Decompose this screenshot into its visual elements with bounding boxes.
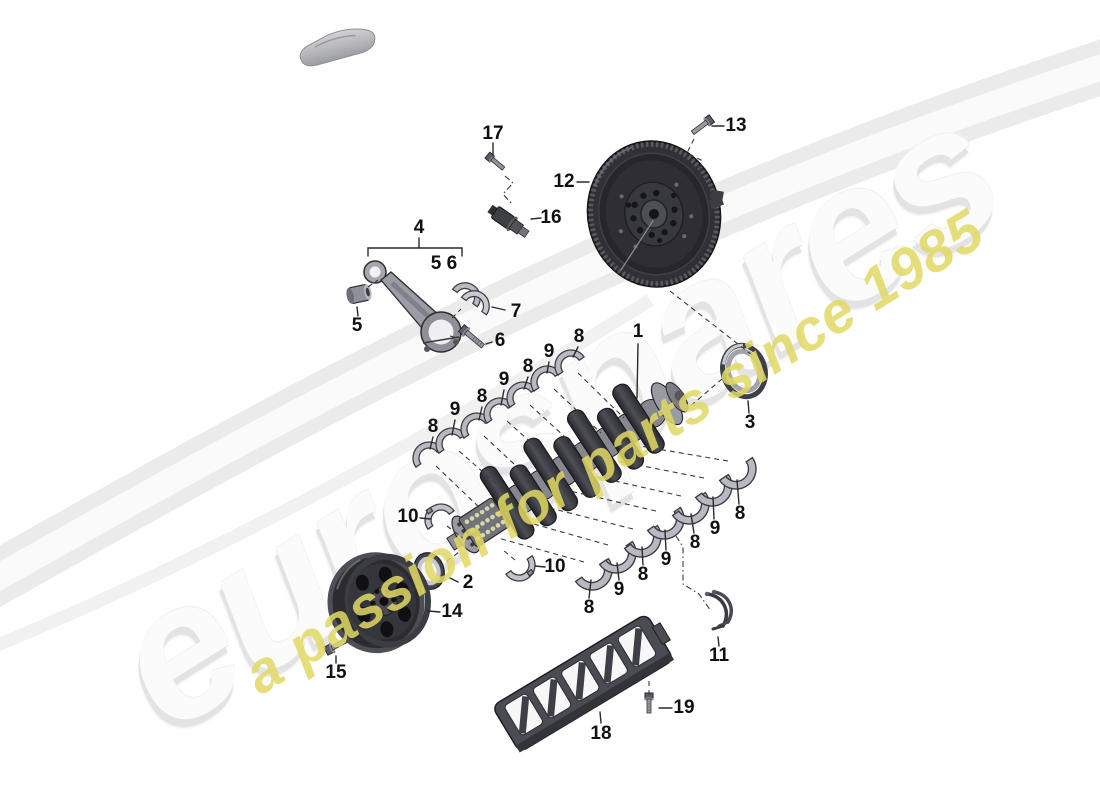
flywheel-rivets bbox=[618, 182, 694, 249]
thrust-bearing-shells bbox=[418, 497, 542, 588]
crankshaft bbox=[446, 381, 689, 554]
baffle-plate bbox=[494, 615, 675, 753]
sensor-bolt bbox=[484, 151, 506, 171]
crankshaft-sensor bbox=[487, 204, 530, 238]
counterweights bbox=[479, 383, 665, 540]
solid-leader-lines bbox=[335, 125, 750, 724]
main-journals bbox=[504, 399, 667, 515]
sprocket-rollers bbox=[464, 503, 506, 541]
swoosh-thin-arc bbox=[0, 294, 654, 651]
flywheel-bolt-holes bbox=[625, 189, 678, 244]
crankshaft-pulley bbox=[327, 552, 432, 654]
lower-bearing-shells bbox=[574, 456, 765, 599]
dashed-assembly-lines bbox=[348, 138, 753, 695]
connecting-rod bbox=[363, 260, 462, 353]
dash-dot-lines bbox=[502, 175, 712, 612]
pulley-bolt bbox=[323, 638, 348, 656]
conrod-bearing-shells bbox=[451, 276, 496, 316]
pulley-holes bbox=[355, 566, 411, 638]
car-silhouette bbox=[299, 28, 376, 67]
crankshaft-seal-ring bbox=[720, 342, 768, 400]
flywheel bbox=[586, 140, 724, 288]
oil-pipes bbox=[704, 589, 733, 631]
baffle-vanes bbox=[518, 628, 643, 734]
baffle-bolt bbox=[644, 692, 654, 714]
piston-pin-bushing bbox=[346, 284, 372, 304]
flywheel-lug bbox=[708, 196, 724, 209]
bracket-4 bbox=[367, 247, 463, 257]
conrod-bolt bbox=[457, 323, 485, 349]
flywheel-bolt bbox=[690, 114, 716, 136]
